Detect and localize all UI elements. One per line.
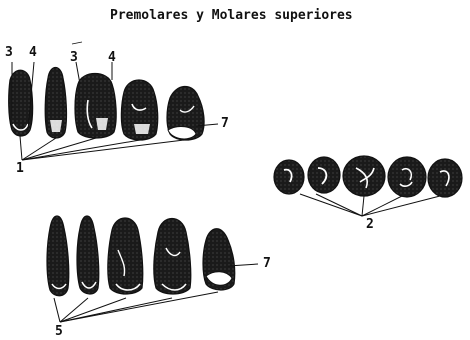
occlusal-tooth-2 [308, 157, 340, 193]
label-top-left-4: 4 [29, 46, 37, 59]
bottom-row-teeth [47, 216, 258, 322]
occlusal-tooth-4 [388, 157, 426, 197]
label-top-mid-4: 4 [108, 51, 116, 64]
label-group-1: 1 [16, 162, 24, 175]
leader-lines-1 [20, 136, 184, 160]
label-group-5: 5 [55, 325, 63, 338]
leader-lines-2 [300, 194, 440, 216]
tooth-bottom-4 [154, 219, 191, 295]
occlusal-row-teeth [274, 156, 462, 216]
label-top-left-3: 3 [5, 46, 13, 59]
leader-lines-5 [54, 292, 218, 322]
figure-title: Premolares y Molares superiores [110, 8, 353, 23]
tooth-bottom-3 [108, 218, 143, 294]
tooth-top-3 [75, 74, 116, 139]
label-group-2: 2 [366, 218, 374, 231]
label-bottom-right-7: 7 [263, 257, 271, 270]
label-top-mid-3: 3 [70, 51, 78, 64]
occlusal-tooth-1 [274, 160, 304, 194]
label-top-right-7: 7 [221, 117, 229, 130]
occlusal-tooth-3 [343, 156, 385, 196]
occlusal-tooth-5 [428, 159, 462, 197]
